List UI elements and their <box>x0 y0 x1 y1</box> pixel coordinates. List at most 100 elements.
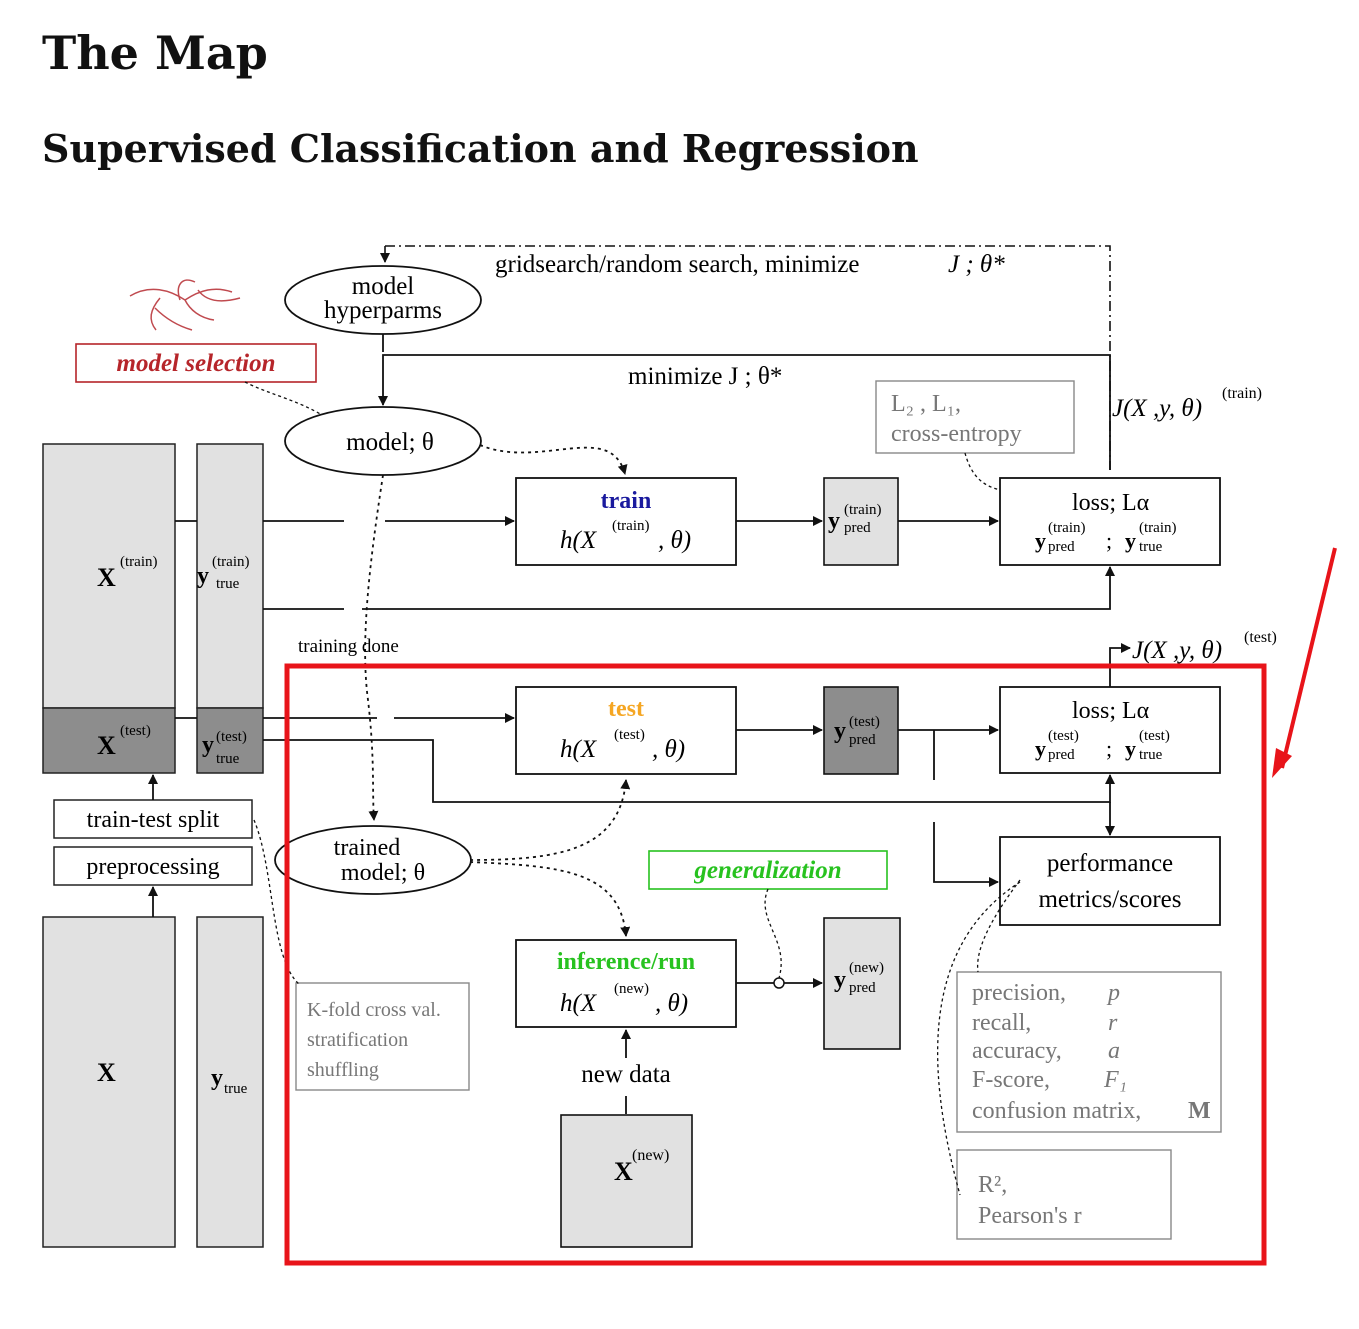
inference-box <box>515 939 737 1028</box>
metric-symbol: r <box>1108 1010 1118 1036</box>
train-h-sup: (train) <box>612 518 649 534</box>
inference-h: h(X <box>560 990 598 1017</box>
x-train-label: X <box>97 563 116 592</box>
loss-test-semicolon: ; <box>1106 736 1112 761</box>
preprocessing-box <box>53 846 253 886</box>
new-data-label: new data <box>581 1061 671 1088</box>
train-title: train <box>601 488 652 514</box>
y-train-sub: true <box>216 576 240 592</box>
x-new-label: X <box>614 1157 633 1186</box>
x-test-label: X <box>97 731 116 760</box>
loss-note-line1: L₂ , L₁, <box>891 391 961 417</box>
y-test-block <box>196 707 264 774</box>
page-subtitle: Supervised Classification and Regression <box>42 126 919 171</box>
test-title: test <box>608 696 644 722</box>
minimize-label: minimize J ; θ* <box>628 363 782 390</box>
loss-note <box>875 380 1075 454</box>
training-done-label: training done <box>298 636 399 657</box>
loss-train-title: loss; Lα <box>1072 490 1150 516</box>
kfold-link <box>253 819 301 986</box>
x-train-sup: (train) <box>120 554 157 570</box>
loss-test-ypred-sub: pred <box>1048 747 1075 763</box>
search-label: gridsearch/random search, minimize <box>495 251 859 278</box>
dragon-doodle <box>129 279 241 331</box>
preprocessing-label: preprocessing <box>86 854 219 880</box>
y-pred-new-block <box>823 917 901 1050</box>
kfold-line1: K-fold cross val. <box>307 999 441 1021</box>
loss-train-ypred: y <box>1035 528 1046 553</box>
inference-title: inference/run <box>557 949 695 975</box>
inference-h-sup: (new) <box>614 981 649 997</box>
hyperparams-line2: hyperparms <box>324 297 442 324</box>
regression-note <box>956 1149 1172 1240</box>
x-block <box>42 916 176 1248</box>
generalization-link <box>764 888 782 979</box>
y-sub: true <box>224 1081 248 1097</box>
kfold-note <box>295 982 470 1091</box>
y-pred-test-block <box>823 686 899 775</box>
y-label: y <box>211 1065 223 1091</box>
x-new-block <box>560 1114 693 1248</box>
y-block <box>196 916 264 1248</box>
loss-test-box <box>999 686 1221 774</box>
model-selection-note <box>75 343 317 383</box>
y-pred-new-label: y <box>834 967 846 993</box>
loss-train-ytrue-sub: true <box>1139 539 1163 555</box>
generalization-note <box>648 850 888 890</box>
test-row-arrows <box>175 643 1131 887</box>
y-test-sup: (test) <box>216 729 247 745</box>
y-pred-test-sub: pred <box>849 732 876 748</box>
x-label: X <box>97 1058 116 1087</box>
trained-model-line2: model; θ <box>341 860 425 886</box>
y-pred-new-sub: pred <box>849 980 876 996</box>
generalization-junction <box>773 977 785 989</box>
j-test-label: J(X ,y, θ) <box>1132 637 1222 664</box>
loss-test-ytrue: y <box>1125 736 1136 761</box>
metric-name: accuracy, <box>972 1038 1062 1064</box>
kfold-line2: stratification <box>307 1029 408 1051</box>
metrics-link <box>976 879 1021 973</box>
y-pred-new-sup: (new) <box>849 960 884 976</box>
hyperparams-line1: model <box>352 273 415 300</box>
test-h-sup: (test) <box>614 727 645 743</box>
data-blocks: X (train) y (train) true X (test) y (tes… <box>42 443 264 1248</box>
metric-name: recall, <box>972 1010 1031 1036</box>
test-h-tail: , θ) <box>652 736 685 763</box>
trained-to-inference-arrow <box>469 861 631 937</box>
kfold-line3: shuffling <box>307 1059 379 1081</box>
metric-symbol: F₁ <box>1103 1067 1127 1093</box>
regression-line2: Pearson's r <box>978 1203 1082 1229</box>
minimize-loop <box>378 354 1111 470</box>
metrics-list: precision, p recall, r accuracy, a F-sco… <box>972 980 1211 1124</box>
x-new-sup: (new) <box>632 1147 669 1164</box>
train-row-arrows <box>175 516 1110 610</box>
loss-train-ypred-sup: (train) <box>1048 520 1085 536</box>
loss-note-line2: cross-entropy <box>891 421 1022 447</box>
y-pred-train-sub: pred <box>844 520 871 536</box>
search-symbol: J ; θ* <box>948 251 1005 278</box>
loss-test-ypred: y <box>1035 736 1046 761</box>
loss-train-semicolon: ; <box>1106 528 1112 553</box>
highlight-arrowhead <box>1272 748 1292 778</box>
y-pred-train-block <box>823 477 899 566</box>
j-train-sup: (train) <box>1222 385 1262 402</box>
y-train-label: y <box>197 563 209 589</box>
loss-train-ytrue: y <box>1125 528 1136 553</box>
regression-link <box>937 881 1021 1196</box>
trained-to-test-arrow <box>469 779 631 861</box>
trained-model-line1: trained <box>334 835 401 861</box>
loss-test-title: loss; Lα <box>1072 698 1150 724</box>
y-test-sub: true <box>216 751 240 767</box>
model-to-train-arrow <box>479 444 628 475</box>
y-train-block <box>196 443 264 709</box>
metric-symbol: a <box>1108 1038 1120 1064</box>
regression-line1: R², <box>978 1172 1007 1198</box>
model-selection-link <box>244 381 331 421</box>
performance-box <box>999 836 1221 926</box>
loss-train-ypred-sub: pred <box>1048 539 1075 555</box>
training-done-arrow <box>364 474 384 821</box>
loss-test-ypred-sup: (test) <box>1048 728 1079 744</box>
loss-test-ytrue-sup: (test) <box>1139 728 1170 744</box>
performance-line1: performance <box>1047 850 1173 877</box>
